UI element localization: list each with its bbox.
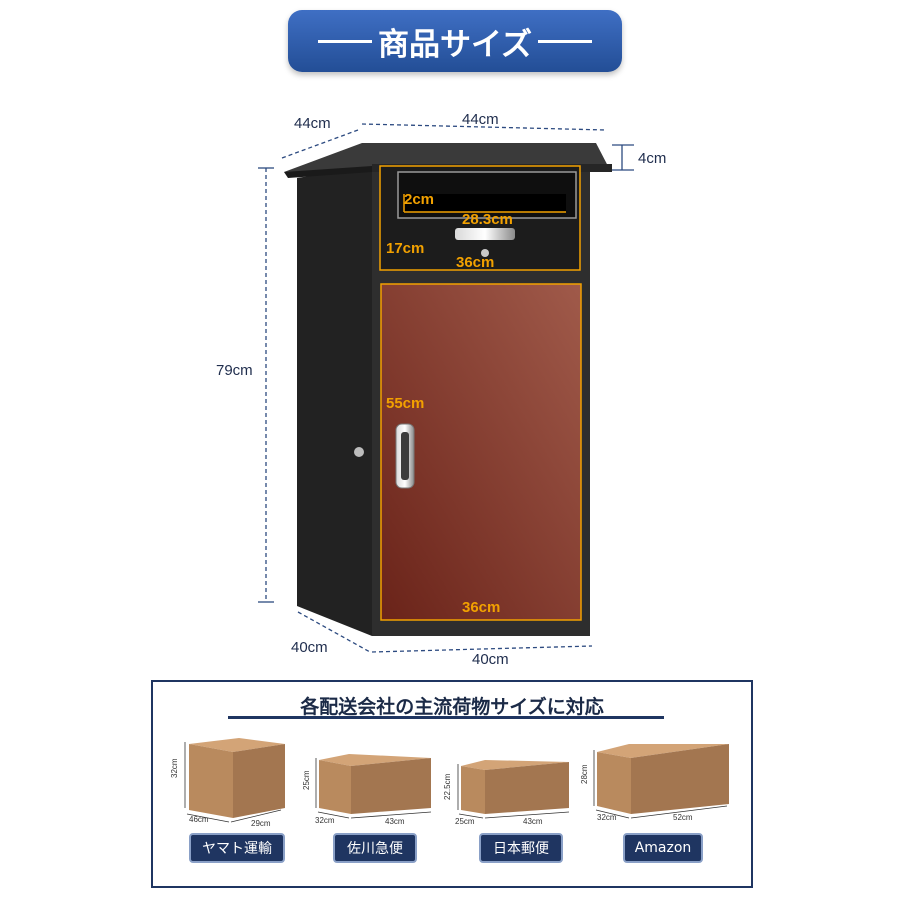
label-slot-width: 28.3cm [462,211,513,228]
title-dash-left [317,39,372,43]
panel-title-underline [228,716,664,719]
box2-width-line [350,811,432,819]
box1-front [189,744,233,818]
dim-line-top-width [361,123,607,131]
label-roof-height: 4cm [638,150,666,167]
carrier-label-sagawa: 佐川急便 [333,833,417,863]
box3-top [461,760,569,770]
label-height: 79cm [216,362,253,379]
label-lower-door-height: 55cm [386,395,424,412]
box4-front [597,752,631,814]
box1-side [233,744,285,818]
box4-depth-line [595,809,630,819]
mailbox-diagram: 44cm 44cm 4cm 79cm 40cm 40cm 2cm 28.3cm … [216,111,666,668]
label-width-bottom: 40cm [472,651,509,668]
box4-width-line [630,805,728,819]
side-lock [354,447,364,457]
box2-front [319,760,351,814]
title-banner: 商品サイズ [288,10,622,72]
label-slot-height: 2cm [404,191,434,208]
page-title: 商品サイズ [377,26,533,63]
box1-width-label: 29cm [251,819,271,828]
box4-side [631,744,729,814]
box1-top [189,738,285,752]
upper-handle [455,228,515,240]
box4-top [597,744,729,758]
dim-line-bottom-width [371,645,593,653]
box3-width-label: 43cm [523,817,543,826]
label-width-top: 44cm [462,111,499,128]
box4-depth-label: 32cm [597,813,617,822]
box2-depth-label: 32cm [315,816,335,825]
carrier-label-japanpost: 日本郵便 [479,833,563,863]
carrier-label-yamato: ヤマト運輸 [189,833,285,863]
box4-height-label: 28cm [580,764,589,784]
label-depth-bottom: 40cm [291,639,328,656]
box1-depth-line [186,813,230,823]
upper-lock [481,249,489,257]
box2-height-label: 25cm [302,770,311,790]
label-depth-top: 44cm [294,115,331,132]
box2-side [351,758,431,814]
panel-title: 各配送会社の主流荷物サイズに対応 [300,696,604,718]
cardboard-boxes: 32cm 46cm 29cm 25cm 32cm 43cm 22.5cm 25c… [170,738,729,828]
box3-depth-label: 25cm [455,817,475,826]
box1-height-label: 32cm [170,758,179,778]
box3-side [485,762,569,814]
title-dash-right [538,39,593,43]
box2-width-label: 43cm [385,817,405,826]
box1-depth-label: 46cm [189,815,209,824]
label-lower-door-width: 36cm [462,599,500,616]
carrier-size-panel: 各配送会社の主流荷物サイズに対応 [151,680,753,888]
box2-depth-line [317,811,350,819]
cabinet-side [297,166,372,636]
letter-slot-opening [404,194,566,212]
box1-width-line [230,809,282,823]
box3-depth-line [458,813,484,819]
box3-height-label: 22.5cm [443,773,452,800]
cabinet-roof-edge [284,166,372,178]
lower-handle-grip [401,432,409,480]
label-upper-door-width: 36cm [456,254,494,271]
box3-front [461,766,485,814]
label-upper-door-height: 17cm [386,240,424,257]
carrier-label-amazon: Amazon [623,833,703,863]
box2-top [319,754,431,766]
box3-width-line [484,811,570,819]
box4-width-label: 52cm [673,813,693,822]
